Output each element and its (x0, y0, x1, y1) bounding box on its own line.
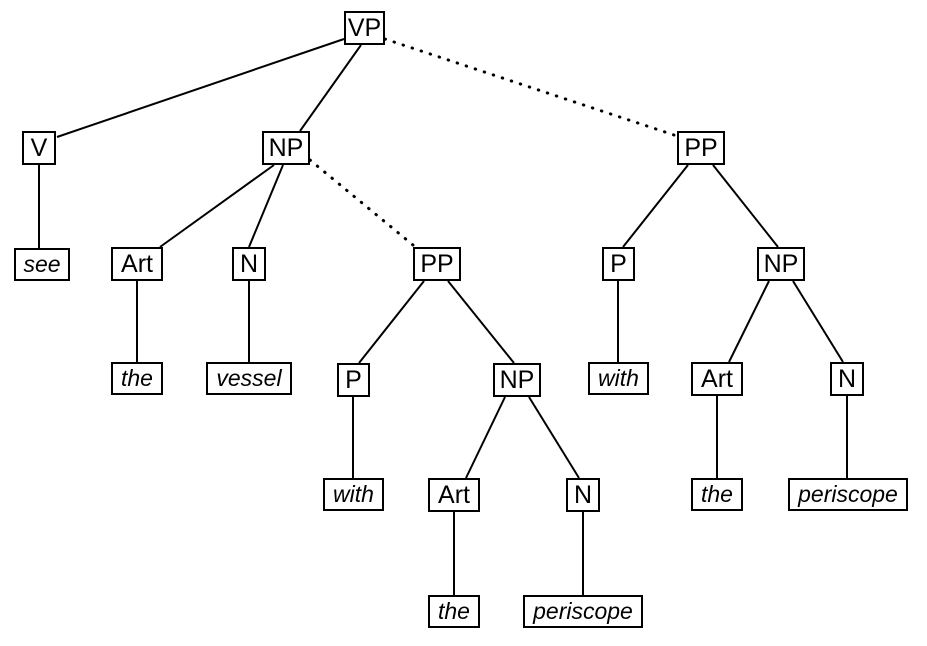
tree-node-the1: the (111, 362, 163, 395)
tree-edge-vp-to-np1 (299, 44, 362, 132)
tree-node-vessel1: vessel (206, 362, 292, 395)
tree-node-p1: P (337, 363, 370, 397)
tree-node-pp1: PP (413, 247, 461, 281)
tree-node-art3: Art (691, 362, 743, 396)
tree-edge-np3-to-art3 (728, 280, 770, 363)
tree-edge-vp-to-v (56, 38, 345, 138)
tree-edge-pp1-to-np2 (447, 280, 515, 364)
tree-edge-pp1-to-p1 (358, 280, 425, 364)
tree-node-np1: NP (262, 131, 310, 165)
tree-node-see: see (14, 248, 70, 281)
tree-node-the3: the (691, 478, 743, 511)
tree-node-art1: Art (111, 247, 163, 281)
tree-node-with2: with (588, 362, 649, 395)
tree-edge-np3-to-n3 (792, 280, 844, 363)
tree-edge-np2-to-art2 (465, 396, 506, 479)
tree-node-n3: N (830, 362, 864, 396)
tree-edge-np1-to-art1 (159, 164, 275, 248)
tree-node-the2: the (428, 595, 480, 628)
tree-node-np2: NP (493, 363, 541, 397)
tree-edge-pp2-to-np3 (712, 164, 779, 248)
tree-node-periscope2: periscope (788, 478, 908, 511)
tree-node-pp2: PP (677, 131, 725, 165)
tree-node-vp: VP (344, 11, 385, 45)
tree-node-v: V (22, 131, 56, 165)
tree-node-n1: N (232, 247, 266, 281)
tree-edge-np2-to-n2 (528, 396, 580, 479)
tree-node-art2: Art (428, 478, 480, 512)
tree-edge-np1-to-n1 (248, 164, 284, 248)
tree-edge-np1-to-pp1 (308, 158, 415, 247)
tree-node-n2: N (566, 478, 600, 512)
tree-node-periscope1: periscope (523, 595, 643, 628)
tree-node-with1: with (323, 478, 384, 511)
tree-node-np3: NP (757, 247, 805, 281)
tree-edge-vp-to-pp2 (383, 37, 679, 138)
tree-node-p2: P (602, 247, 635, 281)
tree-edge-pp2-to-p2 (622, 164, 689, 248)
